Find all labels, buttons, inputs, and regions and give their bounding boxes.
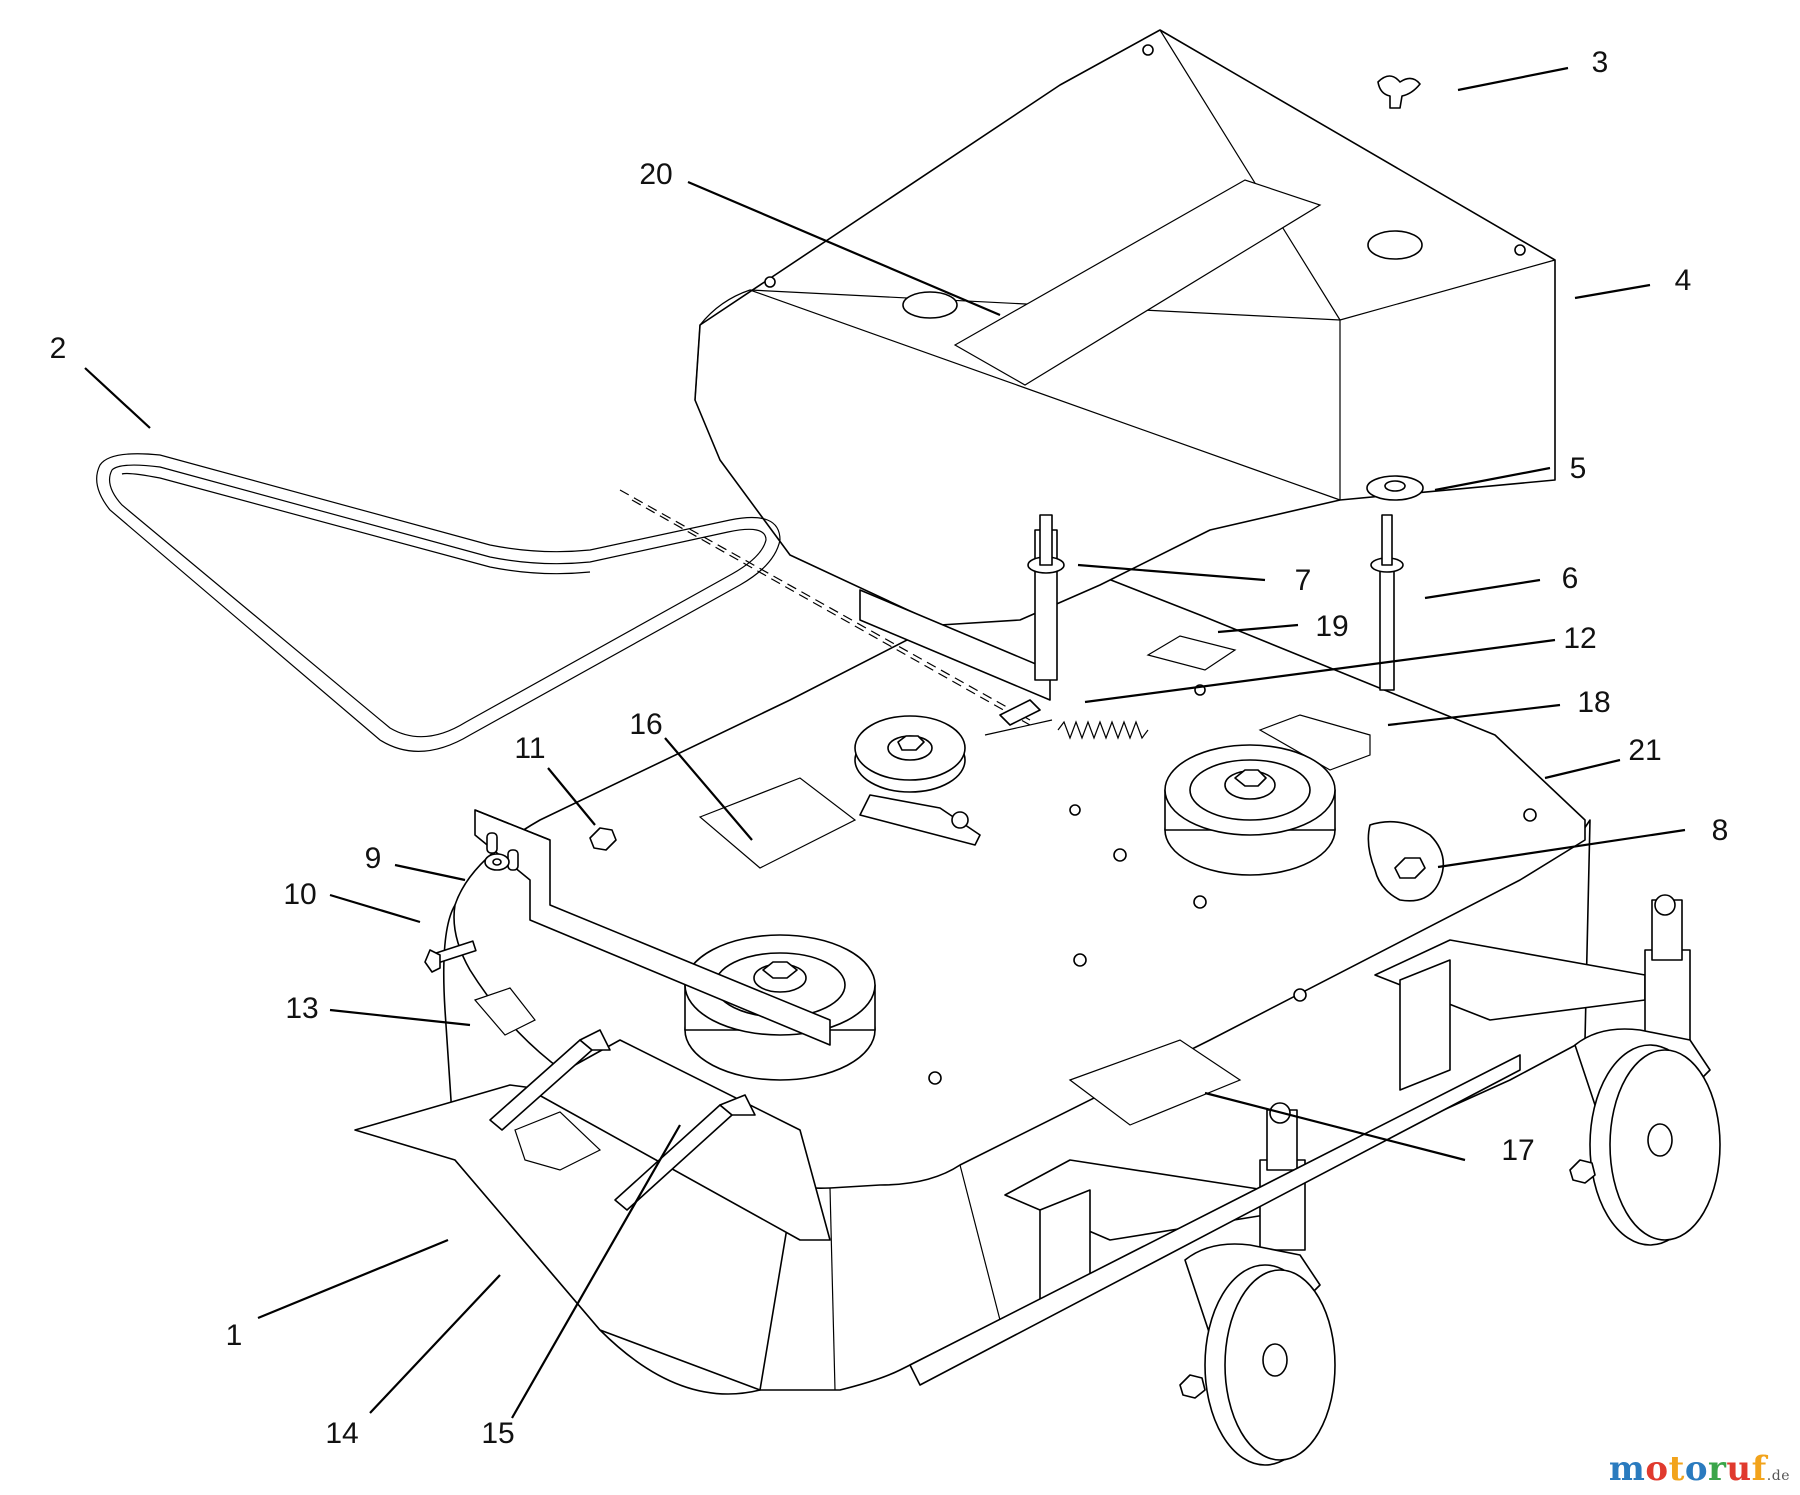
right-spindle-pulley	[1164, 744, 1336, 876]
bolt-10	[424, 940, 477, 973]
left-mount-bracket	[474, 809, 831, 1046]
watermark-tld: .de	[1766, 1468, 1790, 1484]
callout-13: 13	[285, 992, 318, 1025]
knob-3	[1377, 75, 1421, 109]
washer-9	[484, 853, 510, 871]
motoruf-watermark-logo: motoruf.de	[1609, 1449, 1790, 1489]
callout-11: 11	[514, 732, 545, 765]
callout-4: 4	[1675, 264, 1692, 297]
callout-18: 18	[1577, 686, 1610, 719]
watermark-letters: motoruf	[1609, 1449, 1767, 1489]
watermark-letter: o	[1684, 1449, 1708, 1489]
leader-lines	[84, 66, 1686, 1419]
discharge-chute	[354, 1029, 831, 1391]
callout-9: 9	[365, 842, 382, 875]
callout-15: 15	[481, 1417, 514, 1450]
decal-16	[698, 777, 857, 869]
callout-20: 20	[639, 158, 672, 191]
drive-belt	[96, 453, 781, 752]
callouts: 1 2 3 4 5 6 7 8 9 10 11 12 13 14 15 16 1…	[50, 46, 1729, 1450]
callout-3: 3	[1592, 46, 1609, 79]
decal-14	[514, 1111, 602, 1171]
callout-7: 7	[1295, 564, 1312, 597]
washer-5	[1366, 475, 1424, 501]
watermark-letter: m	[1608, 1449, 1646, 1489]
callout-16: 16	[629, 708, 662, 741]
watermark-letter: r	[1708, 1449, 1727, 1489]
callout-17: 17	[1501, 1134, 1534, 1167]
decal-17	[1068, 1039, 1242, 1126]
watermark-letter: f	[1751, 1449, 1767, 1489]
post-6	[1370, 514, 1404, 691]
callout-2: 2	[50, 332, 67, 365]
idler-assembly	[619, 489, 1149, 846]
caster-wheel-right	[1569, 1028, 1721, 1246]
watermark-letter: t	[1668, 1449, 1685, 1489]
watermark-letter: o	[1645, 1449, 1669, 1489]
callout-6: 6	[1562, 562, 1579, 595]
front-bumper	[909, 1054, 1521, 1386]
belt-cover	[694, 29, 1556, 626]
callout-21: 21	[1628, 734, 1661, 767]
decal-13	[473, 987, 536, 1036]
caster-arm-right	[1374, 894, 1691, 1091]
decal-20	[953, 179, 1322, 386]
callout-19: 19	[1315, 610, 1348, 643]
decal-19	[1146, 635, 1237, 671]
nut-11	[589, 827, 617, 851]
callout-10: 10	[283, 878, 316, 911]
callout-14: 14	[325, 1417, 358, 1450]
caster-wheel-left	[1179, 1243, 1336, 1466]
callout-8: 8	[1712, 814, 1729, 847]
callout-1: 1	[226, 1319, 243, 1352]
callout-12: 12	[1563, 622, 1596, 655]
callout-5: 5	[1570, 452, 1587, 485]
post-7	[1027, 514, 1065, 681]
watermark-letter: u	[1726, 1449, 1752, 1489]
